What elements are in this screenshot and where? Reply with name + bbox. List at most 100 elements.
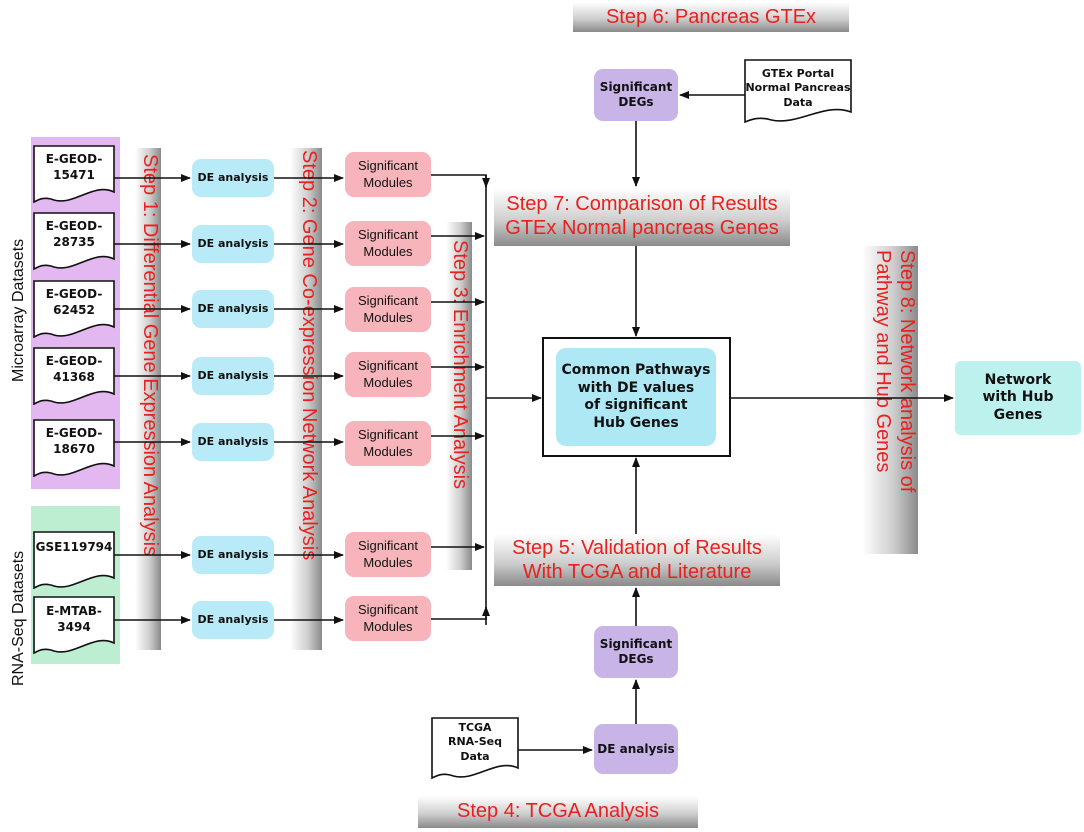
- modules-4-line1: Significant: [358, 358, 418, 374]
- step2-bar: [290, 148, 322, 650]
- step5-title-line1: Step 5: Validation of Results: [512, 537, 762, 559]
- dataset-7-line1: E-MTAB-: [46, 604, 102, 618]
- dataset-doc-3: E-GEOD-62452: [34, 287, 114, 318]
- dataset-doc-shape-1: [33, 145, 115, 204]
- tcga-de-analysis-box: DE analysis: [594, 724, 678, 774]
- tcga-doc-line2: RNA-Seq: [447, 735, 502, 749]
- step4-bar: [418, 796, 698, 828]
- modules-7-line2: Modules: [363, 618, 413, 634]
- dataset-1-line1: E-GEOD-: [45, 152, 103, 166]
- tcga-degs-line2: DEGs: [618, 652, 654, 666]
- gtex-doc: GTEx Portal Normal Pancreas Data: [745, 67, 851, 110]
- step7-title-line2: GTEx Normal pancreas Genes: [505, 217, 779, 239]
- modules-2-line1: Significant: [358, 227, 418, 243]
- dataset-doc-shape-3: [33, 280, 115, 339]
- hub-line3: of significant: [584, 397, 688, 413]
- de-analysis-box-2: DE analysis: [192, 225, 274, 263]
- step6-title: Step 6: Pancreas GTEx: [605, 6, 817, 28]
- step5-bar: [494, 534, 780, 586]
- gtex-degs-line2: DEGs: [618, 95, 654, 109]
- modules-3-line1: Significant: [358, 293, 418, 309]
- dataset-doc-5: E-GEOD-18670: [34, 426, 114, 457]
- gtex-doc-shape: [744, 59, 852, 124]
- gtex-doc-line3: Data: [783, 95, 813, 109]
- dataset-1-line2: 15471: [53, 167, 95, 182]
- gtex-doc-line1: GTEx Portal: [761, 67, 835, 80]
- dataset-5-line2: 18670: [53, 441, 95, 456]
- step8-bar: [862, 246, 918, 554]
- tcga-doc: TCGA RNA-Seq Data: [432, 721, 518, 764]
- tcga-doc-line3: Data: [460, 749, 490, 763]
- modules-6-line1: Significant: [358, 538, 418, 554]
- hub-line2: with DE values: [577, 379, 695, 396]
- step7-title-line1: Step 7: Comparison of Results: [506, 193, 778, 215]
- dataset-3-line2: 62452: [53, 302, 95, 317]
- dataset-7-line2: 3494: [57, 619, 91, 634]
- dataset-2-line2: 28735: [53, 234, 95, 249]
- de-analysis-box-5: DE analysis: [192, 423, 274, 461]
- modules-5-line1: Significant: [358, 427, 418, 443]
- network-line1: Network: [984, 371, 1052, 388]
- step5-title: Step 5: Validation of Results With TCGA …: [494, 536, 780, 584]
- modules-5-line2: Modules: [363, 443, 413, 459]
- dataset-doc-2: E-GEOD-28735: [34, 219, 114, 250]
- common-pathways-box: Common Pathways with DE values of signif…: [556, 348, 716, 446]
- de-analysis-box-6: DE analysis: [192, 536, 274, 574]
- dataset-4-line2: 41368: [53, 369, 95, 384]
- dataset-4-line1: E-GEOD-: [45, 354, 103, 368]
- de-analysis-box-4: DE analysis: [192, 357, 274, 395]
- network-hub-genes-box: Network with Hub Genes: [955, 361, 1081, 435]
- dataset-doc-shape-2: [33, 212, 115, 271]
- arrow-module-out-7: [431, 606, 490, 620]
- modules-7-line1: Significant: [358, 602, 418, 618]
- modules-2-line2: Modules: [363, 243, 413, 259]
- arrow-module-out-1: [431, 174, 490, 188]
- hub-line1: Common Pathways: [561, 362, 711, 378]
- modules-1-line2: Modules: [363, 174, 413, 190]
- hub-line4: Hub Genes: [593, 414, 679, 431]
- de-analysis-box-7: DE analysis: [192, 601, 274, 639]
- step7-bar: [494, 188, 790, 246]
- modules-1-line1: Significant: [358, 158, 418, 174]
- tcga-degs-line1: Significant: [599, 637, 673, 651]
- dataset-5-line1: E-GEOD-: [45, 426, 103, 440]
- modules-4-line2: Modules: [363, 374, 413, 390]
- step7-title: Step 7: Comparison of Results GTEx Norma…: [494, 192, 790, 240]
- network-line2: with Hub: [982, 389, 1054, 406]
- step5-title-line2: With TCGA and Literature: [522, 561, 752, 583]
- step4-title: Step 4: TCGA Analysis: [457, 800, 659, 822]
- dataset-doc-shape-7: [33, 596, 115, 655]
- step3-bar: [446, 222, 472, 570]
- dataset-doc-1: E-GEOD-15471: [34, 152, 114, 183]
- modules-3-line2: Modules: [363, 309, 413, 325]
- dataset-doc-shape-6: [33, 531, 115, 590]
- dataset-doc-shape-4: [33, 347, 115, 406]
- network-line3: Genes: [993, 406, 1043, 423]
- de-analysis-box-1: DE analysis: [192, 159, 274, 197]
- de-analysis-box-3: DE analysis: [192, 290, 274, 328]
- tcga-doc-shape: [431, 717, 519, 780]
- dataset-2-line1: E-GEOD-: [45, 219, 103, 233]
- dataset-6-line1: GSE119794: [35, 540, 113, 554]
- dataset-doc-shape-5: [33, 419, 115, 478]
- hub-frame: [542, 337, 731, 457]
- dataset-doc-7: E-MTAB-3494: [34, 604, 114, 635]
- dataset-3-line1: E-GEOD-: [45, 287, 103, 301]
- modules-6-line2: Modules: [363, 554, 413, 570]
- gtex-degs-line1: Significant: [599, 80, 673, 94]
- dataset-doc-6: GSE119794: [34, 540, 114, 556]
- step1-bar: [135, 148, 161, 650]
- tcga-doc-line1: TCGA: [458, 721, 492, 734]
- dataset-doc-4: E-GEOD-41368: [34, 354, 114, 385]
- gtex-doc-line2: Normal Pancreas: [745, 81, 851, 95]
